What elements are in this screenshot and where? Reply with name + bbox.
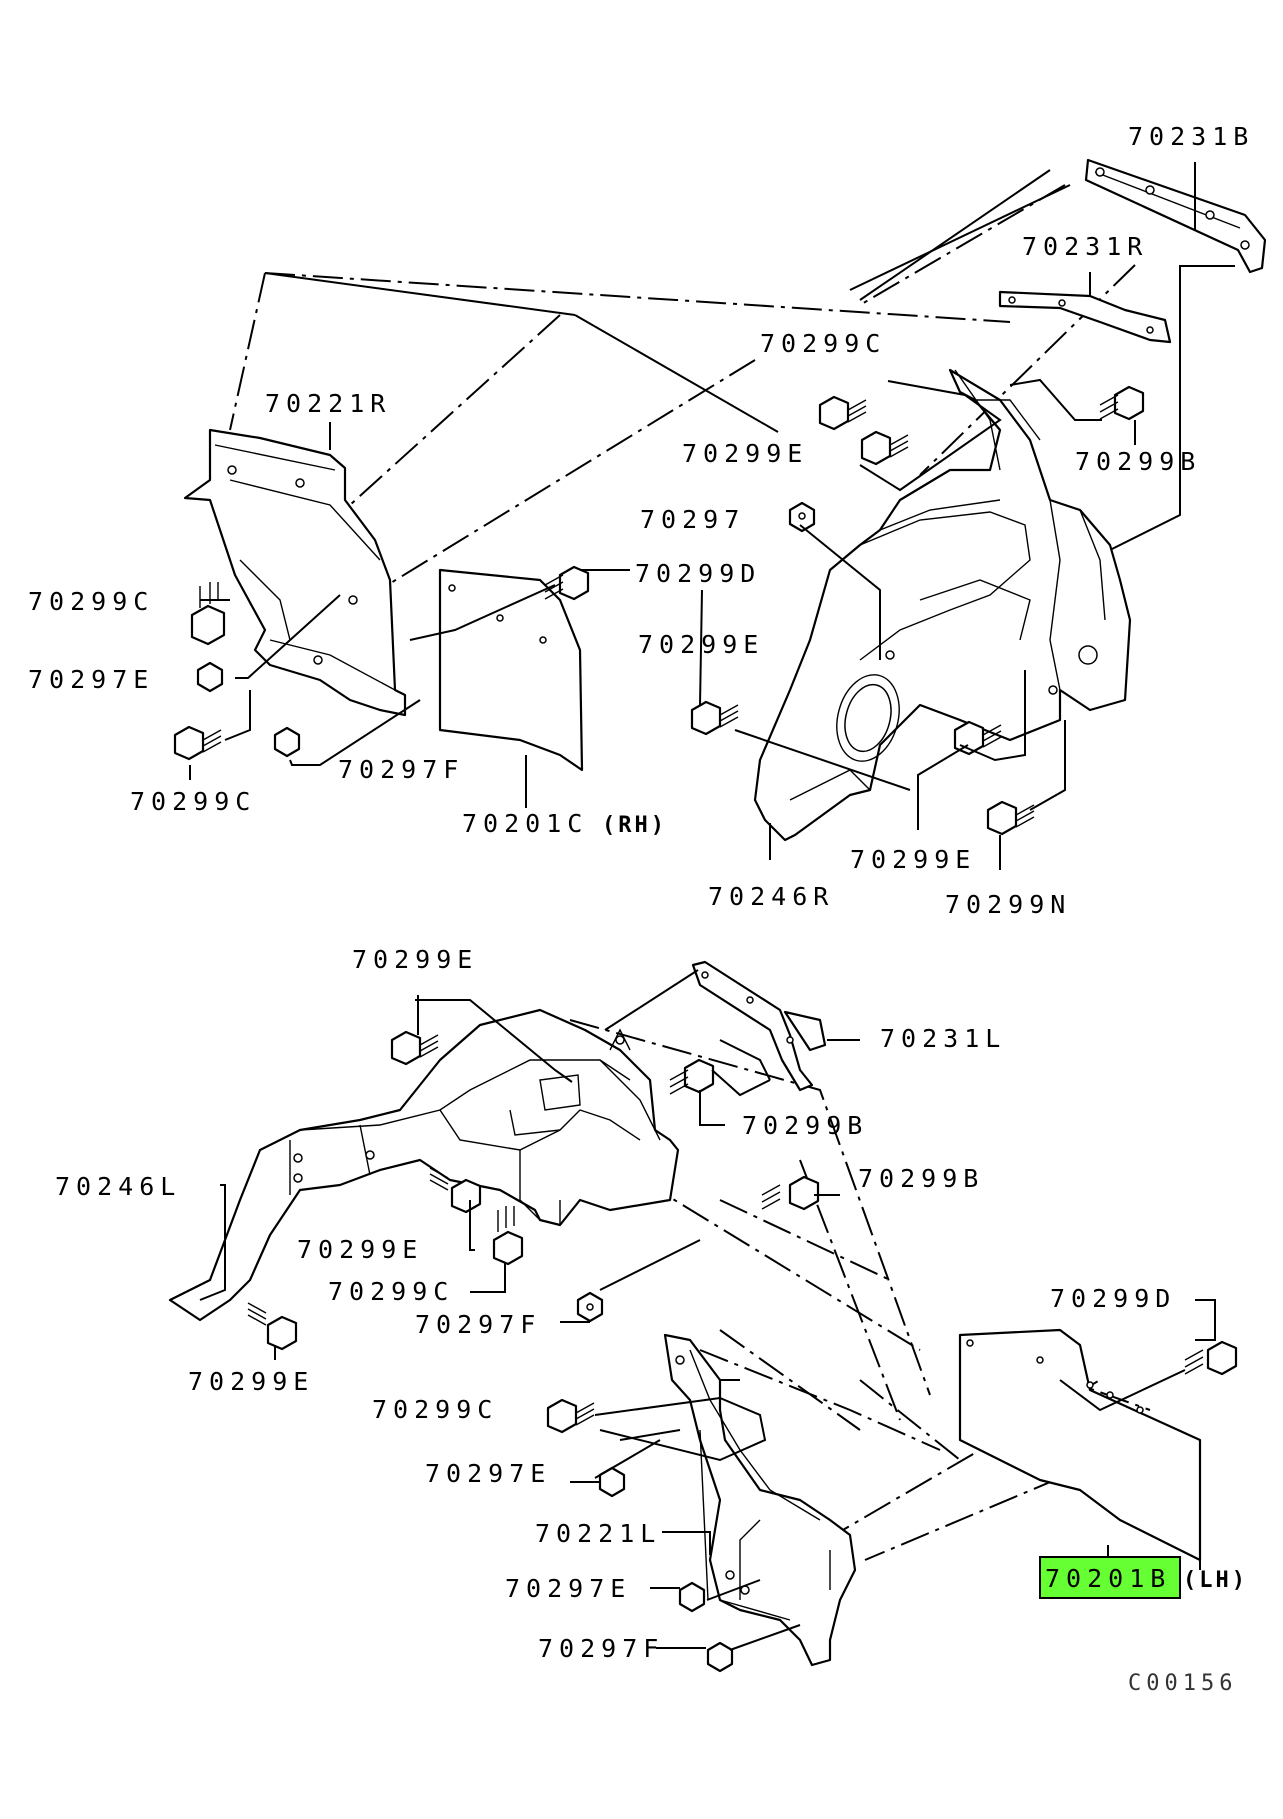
bolt-70299C-b2 (546, 1398, 595, 1434)
nut-70297 (788, 501, 816, 533)
label-70201B-suffix: (LH) (1183, 1568, 1248, 1593)
part-70231B-bracket (1084, 158, 1267, 274)
label-70299C-low[interactable]: 70299C (130, 787, 256, 816)
label-70201C-suffix: (RH) (602, 813, 667, 838)
bolt-70299E-top (860, 430, 909, 466)
bolt-70299B-top (1099, 385, 1145, 421)
nut-70297F-b1 (576, 1291, 604, 1323)
part-70221L-bracket (663, 1333, 857, 1667)
bolt-70299C-top (818, 395, 867, 431)
nut-70297E-left (196, 661, 224, 693)
nut-70297F-top (273, 726, 301, 758)
bolt-70299E-b2 (429, 1167, 482, 1214)
label-70297E-b2[interactable]: 70297E (505, 1574, 631, 1603)
label-70297E-left[interactable]: 70297E (28, 665, 154, 694)
label-70299B-b2[interactable]: 70299B (858, 1164, 984, 1193)
bolt-70299C-left (190, 582, 226, 646)
label-70221L[interactable]: 70221L (535, 1519, 661, 1548)
nut-70297F-b2 (706, 1641, 734, 1673)
label-70221R[interactable]: 70221R (265, 389, 391, 418)
bolt-70299D-top (544, 565, 590, 601)
bolt-70299C-b1 (492, 1206, 524, 1266)
bolt-70299B-b1 (669, 1058, 715, 1095)
label-70299N[interactable]: 70299N (945, 890, 1071, 919)
label-70299E-b3[interactable]: 70299E (188, 1367, 314, 1396)
part-70221R-bracket (183, 428, 407, 717)
label-70297F-b2[interactable]: 70297F (538, 1634, 664, 1663)
label-70297F-top[interactable]: 70297F (338, 755, 464, 784)
label-70299E-mid[interactable]: 70299E (638, 630, 764, 659)
part-70231L-bracket (691, 960, 827, 1092)
bolt-70299B-b2 (761, 1175, 820, 1211)
label-70299E-r[interactable]: 70299E (850, 845, 976, 874)
label-70297[interactable]: 70297 (640, 505, 745, 534)
label-70201B[interactable]: 70201B (1045, 1564, 1171, 1593)
part-labels: 70231B 70231R 70299C 70221R 70299E 70299… (28, 122, 1254, 1696)
label-70246R[interactable]: 70246R (708, 882, 834, 911)
label-70299E-top[interactable]: 70299E (682, 439, 808, 468)
bolt-70299E-b1 (390, 1030, 439, 1066)
diagram-code: C00156 (1128, 1671, 1237, 1696)
label-70299B-top[interactable]: 70299B (1075, 447, 1201, 476)
label-70299D-b[interactable]: 70299D (1050, 1284, 1176, 1313)
part-70201C-panel (438, 568, 584, 772)
label-70299D-top[interactable]: 70299D (635, 559, 761, 588)
label-70297E-b1[interactable]: 70297E (425, 1459, 551, 1488)
bolt-70299E-b3 (247, 1302, 298, 1351)
label-70299B-b1[interactable]: 70299B (742, 1111, 868, 1140)
nut-70297E-b2 (678, 1581, 706, 1613)
bolt-70299D-b (1184, 1340, 1238, 1376)
label-70299C-b1[interactable]: 70299C (328, 1277, 454, 1306)
label-70297F-b1[interactable]: 70297F (415, 1310, 541, 1339)
part-70201B-panel (958, 1328, 1202, 1562)
label-70231R[interactable]: 70231R (1022, 232, 1148, 261)
label-70299E-b2[interactable]: 70299E (297, 1235, 423, 1264)
bolt-70299C-low (173, 725, 222, 761)
highlight-box-70201B (1039, 1556, 1181, 1599)
part-70246R-housing (753, 368, 1132, 842)
label-70299C-top[interactable]: 70299C (760, 329, 886, 358)
label-70231L[interactable]: 70231L (880, 1024, 1006, 1053)
label-70299E-b1[interactable]: 70299E (352, 945, 478, 974)
label-70299C-b2[interactable]: 70299C (372, 1395, 498, 1424)
part-70246L-housing (168, 1008, 680, 1322)
label-70299C-left[interactable]: 70299C (28, 587, 154, 616)
label-70246L[interactable]: 70246L (55, 1172, 181, 1201)
label-70231B[interactable]: 70231B (1128, 122, 1254, 151)
bolt-70299N (986, 800, 1035, 836)
bolt-70299E-mid (690, 700, 739, 736)
label-70201C[interactable]: 70201C (462, 809, 588, 838)
part-70231R-bracket (998, 290, 1172, 344)
